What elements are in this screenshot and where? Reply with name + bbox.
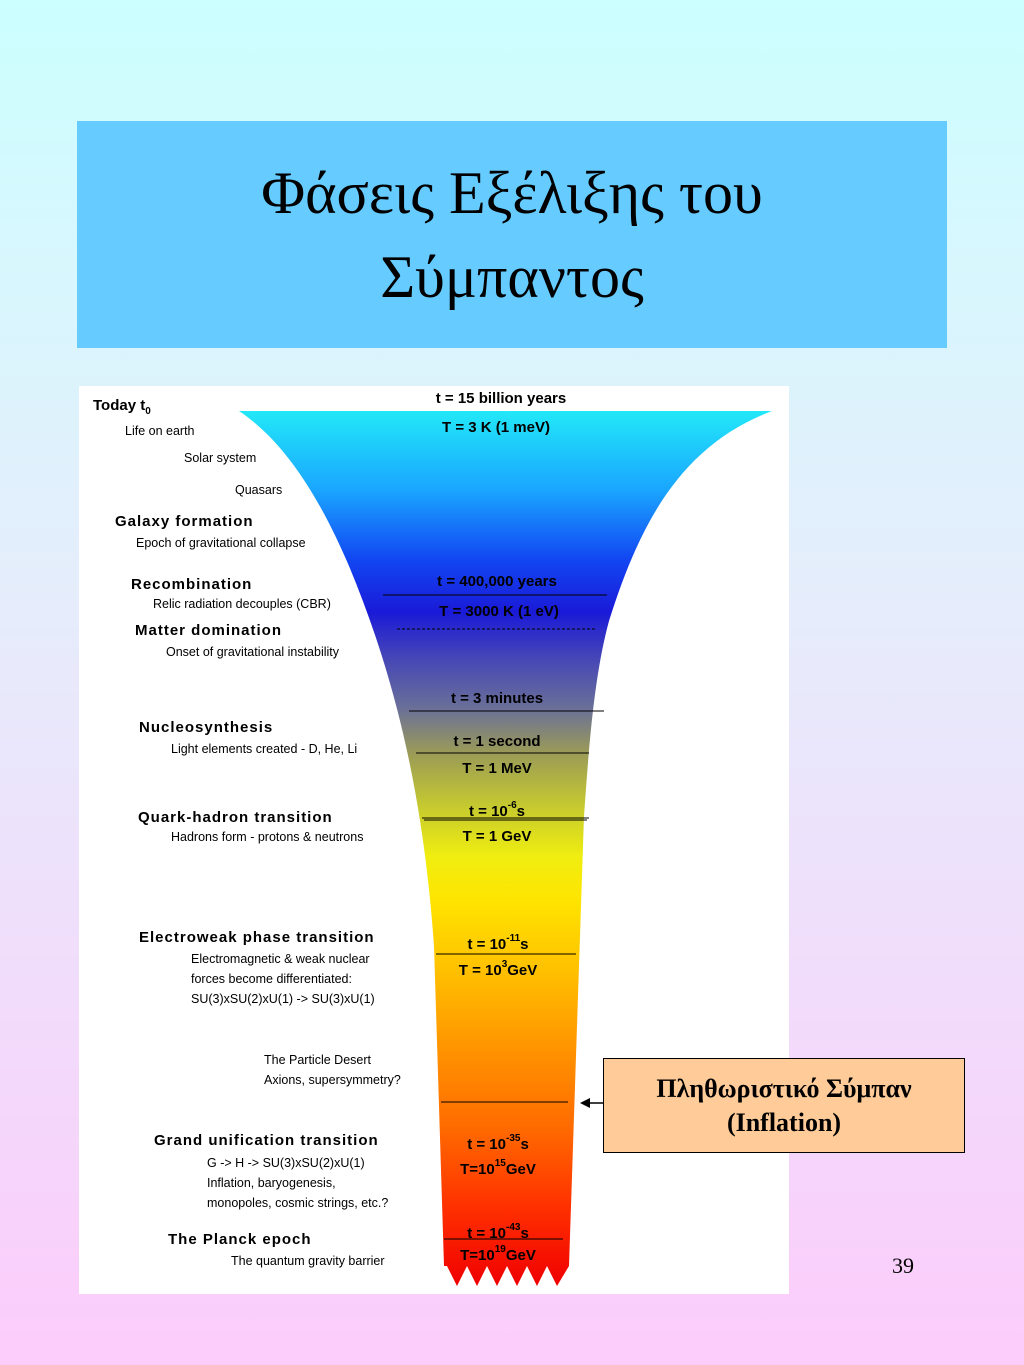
funnel-label: T = 1 MeV: [462, 760, 532, 777]
epoch-description: Inflation, baryogenesis,: [207, 1176, 336, 1190]
epoch-heading: Galaxy formation: [115, 513, 254, 530]
funnel-label: t = 3 minutes: [451, 690, 543, 707]
epoch-heading: Nucleosynthesis: [139, 719, 273, 736]
epoch-description: Life on earth: [125, 424, 195, 438]
epoch-description: forces become differentiated:: [191, 972, 352, 986]
inflation-callout: Πληθωριστικό Σύμπαν (Inflation): [603, 1058, 965, 1153]
funnel-label: t = 10-6s: [469, 800, 525, 820]
funnel-label: T=1015GeV: [460, 1158, 536, 1178]
slide-title-box: Φάσεις Εξέλιξης του Σύμπαντος: [77, 121, 947, 348]
slide-title-line-1: Φάσεις Εξέλιξης του: [261, 159, 763, 226]
callout-line-1: Πληθωριστικό Σύμπαν: [656, 1073, 912, 1103]
epoch-heading: The Planck epoch: [168, 1231, 312, 1248]
epoch-heading: Matter domination: [135, 622, 282, 639]
epoch-description: Onset of gravitational instability: [166, 645, 340, 659]
epoch-heading: Electroweak phase transition: [139, 929, 375, 946]
epoch-description: Relic radiation decouples (CBR): [153, 597, 331, 611]
funnel-graphic: t = 15 billion years T = 3 K (1 meV) t = 4…: [93, 390, 772, 1286]
funnel-label: t = 10-43s: [467, 1222, 529, 1242]
universe-evolution-diagram: t = 15 billion years T = 3 K (1 meV) t = 4…: [79, 386, 789, 1294]
epoch-description: Solar system: [184, 451, 256, 465]
epoch-description: The quantum gravity barrier: [231, 1254, 385, 1268]
funnel-label: t = 1 second: [453, 733, 540, 750]
today-label: Today t0: [93, 397, 151, 417]
epoch-description: SU(3)xSU(2)xU(1) -> SU(3)xU(1): [191, 992, 375, 1006]
funnel-label: T = 1 GeV: [463, 828, 532, 845]
funnel-labels: t = 15 billion years T = 3 K (1 meV) t = 4…: [436, 390, 566, 1264]
epoch-description: Electromagnetic & weak nuclear: [191, 952, 370, 966]
epoch-description: The Particle Desert: [264, 1053, 372, 1067]
epoch-description: G -> H -> SU(3)xSU(2)xU(1): [207, 1156, 365, 1170]
callout-line-2: (Inflation): [726, 1107, 842, 1137]
funnel-label: t = 10-11s: [467, 933, 528, 953]
funnel-shape: [239, 411, 772, 1286]
epoch-description: Light elements created - D, He, Li: [171, 742, 357, 756]
funnel-separator-lines: [383, 594, 607, 1240]
slide-title-line-2: Σύμπαντος: [380, 243, 644, 310]
funnel-label: t = 400,000 years: [437, 573, 557, 590]
epoch-heading: Recombination: [131, 576, 252, 593]
epoch-description: Hadrons form - protons & neutrons: [171, 830, 363, 844]
epoch-description: Quasars: [235, 483, 282, 497]
epoch-description: Axions, supersymmetry?: [264, 1073, 401, 1087]
funnel-label: t = 10-35s: [467, 1133, 529, 1153]
epoch-heading: Quark-hadron transition: [138, 809, 333, 826]
page-number: 39: [892, 1253, 914, 1278]
funnel-label: T=1019GeV: [460, 1244, 536, 1264]
funnel-label: t = 15 billion years: [436, 390, 566, 407]
epoch-description: Epoch of gravitational collapse: [136, 536, 306, 550]
funnel-label: T = 3000 K (1 eV): [439, 603, 559, 620]
epoch-description: monopoles, cosmic strings, etc.?: [207, 1196, 388, 1210]
funnel-label: T = 103GeV: [459, 959, 538, 979]
funnel-label: T = 3 K (1 meV): [442, 419, 550, 436]
epoch-heading: Grand unification transition: [154, 1132, 379, 1149]
